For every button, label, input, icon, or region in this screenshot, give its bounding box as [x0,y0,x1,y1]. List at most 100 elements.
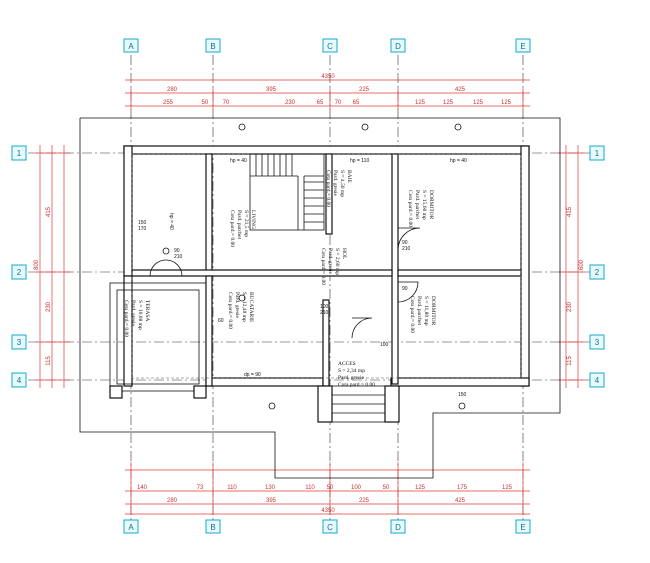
room-floor: Pard. parchet [236,210,242,239]
door-size-label: 210 [320,310,329,316]
axis-label-B-top: B [210,42,215,51]
room-area: S = 12,40 mp [241,292,247,322]
room-area: S = 10,08 mp [137,300,143,330]
dim-bottom-detail: 73 [197,485,204,491]
room-floor: Pard. gresie [338,375,365,381]
dim-bottom-detail: 50 [383,485,390,491]
dim-left-row: 415 [46,206,52,217]
room-name: BUCATARIE [248,292,254,323]
axis-bubble-A-bottom [123,519,139,534]
dim-top-detail: 255 [163,100,174,106]
dim-bottom-DE: 425 [455,498,466,504]
column [193,385,207,399]
dim-top-DE: 425 [455,87,466,93]
sill-height-label: hp = 110 [350,158,369,164]
dim-bottom-detail: 110 [227,485,237,491]
room-level: Cota pard.= 0.00 [229,210,235,247]
wall-living-stairs [205,153,213,277]
dim-top-AB: 280 [167,87,178,93]
room-area: S = 21,5 mp [243,210,249,237]
axis-label-4-right: 4 [595,376,600,385]
room-level: Cota pard.= 0.00 [407,190,413,227]
room-name: LIVING [250,210,256,229]
window-marker [268,402,276,410]
dim-top-detail: 125 [473,100,484,106]
axis-bubble-D-bottom [390,519,406,534]
axis-bubble-1-right [589,145,605,161]
dim-top-detail: 125 [415,100,426,106]
axis-label-E-top: E [520,42,525,51]
room-floor: Pard. parchet [416,296,422,325]
room-name: BAIE [346,170,352,183]
room-area: S = 2,34 mp [338,368,365,374]
wall-west-upper [123,145,133,277]
column [109,385,123,399]
room-area: S = 15,60 mp [421,190,427,220]
dim-total-bottom: 4350 [321,508,335,514]
dim-bottom-detail: 125 [415,485,426,491]
axis-bubble-4-right [589,372,605,388]
dim-top-detail: 65 [317,100,324,106]
dim-bottom-detail: 175 [457,485,468,491]
room-floor: Pard. parchet [414,190,420,219]
door-size-label: 90 [174,248,180,254]
axis-label-C-top: C [327,42,333,51]
wall-south-bedroom [390,377,530,387]
step-wall-left [317,385,333,423]
step-wall-right [384,385,400,423]
window-marker [238,294,246,302]
room-level: Cota pard.= 0.00 [325,170,331,207]
room-name: TERASA [144,300,150,321]
door-size-label: 100 [320,304,329,310]
axis-bubble-A-top [123,38,139,53]
axis-bubble-2-right [589,264,605,280]
dim-right-outer: 600 [579,259,585,270]
wall-south-kitchen [205,377,324,387]
sill-height-label: hp = 40 [168,213,174,230]
dim-bottom-detail: 110 [305,485,315,491]
axis-bubble-C-top [322,38,338,53]
dim-bottom-BC: 395 [266,498,277,504]
axis-grid [28,55,600,520]
door-swing-terrace [165,259,183,277]
axis-label-B-bottom: B [210,523,215,532]
axis-label-2-left: 2 [17,268,22,277]
dim-left-outer: 800 [34,259,40,270]
door-size-label: 210 [174,254,183,260]
room-floor: Pard. gresie [332,170,338,197]
axis-label-3-right: 3 [595,338,600,347]
wall-north [123,145,530,155]
terrace [109,282,207,399]
dim-left-row: 230 [46,301,52,312]
annotations: hp = 40 hp = 110 hp = 40 hp = 40 dp = 90… [138,123,467,410]
dim-total-top: 4350 [321,74,335,80]
wall-bedroom-west [391,153,399,385]
room-floor: Pard. gresie [130,300,136,327]
wall-east [520,145,530,387]
room-name: ACCES [338,361,356,367]
axis-bubble-2-left [11,264,27,280]
axis-bubble-4-left [11,372,27,388]
axis-bubble-C-bottom [322,519,338,534]
dimension-chain-top: 4350 280 395 225 425 255 50 70 230 65 70… [125,74,530,110]
terrace-inner [116,289,200,385]
dim-bottom-detail: 130 [265,485,276,491]
room-level: Cota pard.= 0.00 [409,296,415,333]
dim-top-detail: 65 [353,100,360,106]
axis-label-4-left: 4 [17,376,22,385]
door-size-label: 90 [402,240,408,246]
dim-right-row: 415 [567,206,573,217]
room-label-bedroom-1: DORMITOR S = 15,60 mp Pard. parchet Cota… [407,190,434,227]
axis-label-2-right: 2 [595,268,600,277]
sill-height-label: dp = 90 [244,372,261,378]
dim-bottom-detail: 50 [327,485,334,491]
door-swing-hall [351,317,373,339]
dim-right-row: 230 [567,301,573,312]
room-level: Cota pard.= 0.00 [320,248,326,285]
dim-top-BC: 395 [266,87,277,93]
dim-top-detail: 125 [443,100,454,106]
terrace-outline [109,282,207,392]
axis-bubbles-bottom: A B C D E [123,519,531,534]
dimension-chain-bottom: 140 73 110 130 110 50 100 50 125 175 125… [125,462,530,515]
dim-top-detail: 50 [202,100,209,106]
